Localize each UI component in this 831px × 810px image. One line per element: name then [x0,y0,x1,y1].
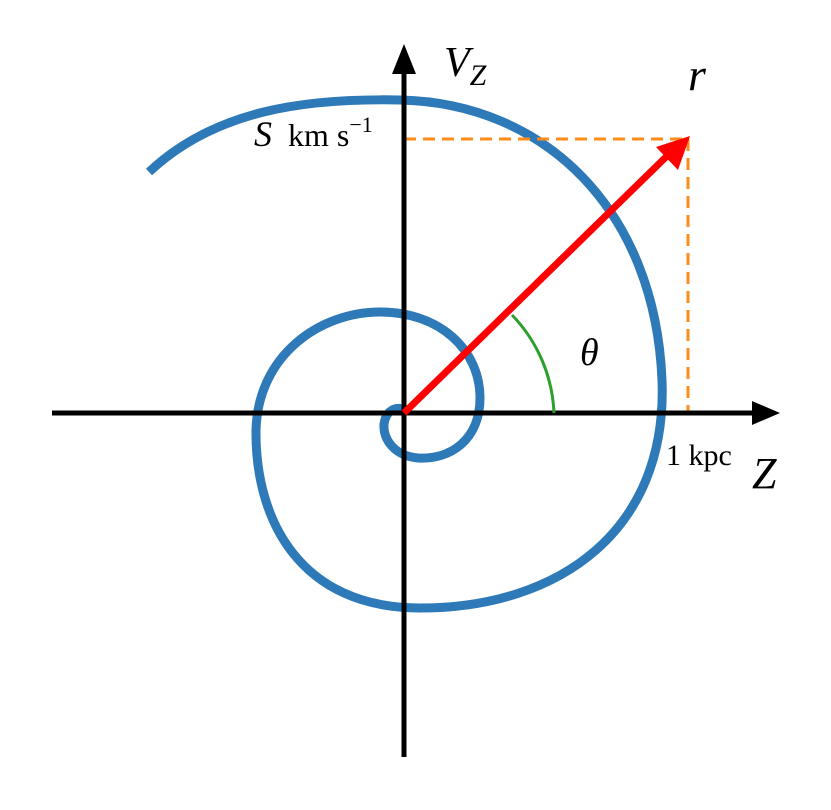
s-unit: km s−1 [288,112,373,153]
z-tick-label: 1 kpc [666,439,732,472]
s-symbol: S [254,114,272,154]
phase-spiral [145,95,667,613]
vertical-axis-arrowhead [392,44,416,74]
r-vector-arrowhead [656,136,690,170]
r-vector [401,152,671,416]
angle-arc [510,313,556,414]
angle-label: θ [580,332,599,374]
s-unit-exponent: −1 [349,112,372,137]
vertical-axis-label: VZ [444,40,487,92]
vector-label: r [688,49,707,100]
horizontal-axis-label: Z [752,449,777,498]
horizontal-axis-arrowhead [752,401,780,425]
vertical-axis-subscript: Z [470,59,487,92]
